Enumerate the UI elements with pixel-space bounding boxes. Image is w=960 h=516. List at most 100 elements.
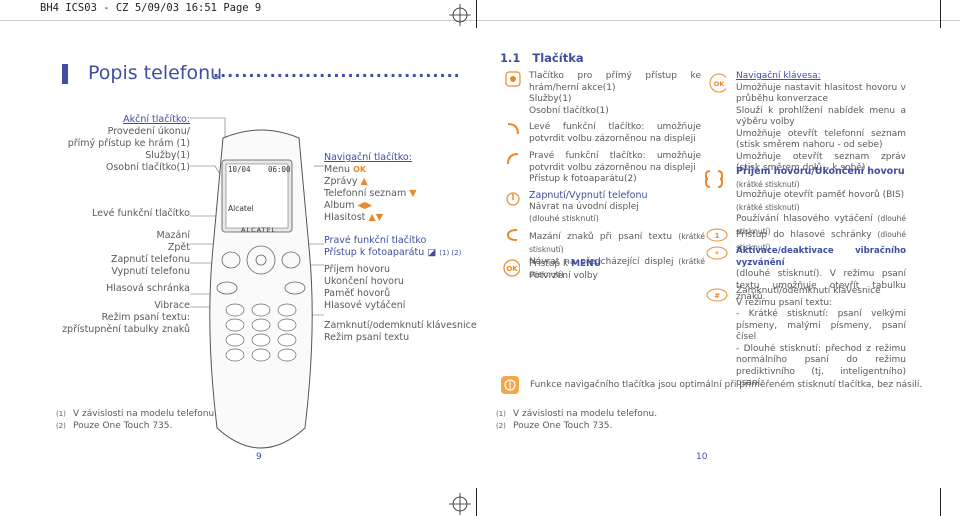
svg-text:OK: OK <box>714 80 726 88</box>
label-fotoaparat: Přístup k fotoaparátu ◪ (1) (2) <box>324 247 477 260</box>
c1-osobni: Osobní tlačítko(1) <box>529 105 609 116</box>
c2-nav-3: Umožňuje otevřít telefonní seznam (stisk… <box>736 128 906 151</box>
svg-text:#: # <box>714 292 720 300</box>
label-ukonceni: Ukončení hovoru <box>324 275 404 287</box>
c2-nav-title: Navigační klávesa: <box>736 71 821 81</box>
label-seznam: Telefonní seznam ▼ <box>324 188 417 200</box>
label-akcni: Akční tlačítko: <box>123 114 190 125</box>
col1-block-3: Pravé funkční tlačítko: umožňuje potvrdi… <box>529 151 701 186</box>
arrow-down-icon: ▼ <box>409 188 417 199</box>
c1-fotoaparat: Přístup k fotoaparátu(2) <box>529 174 637 184</box>
ok-icon: OK <box>353 165 367 174</box>
label-menu-text: Menu <box>324 164 351 175</box>
col1-block-6: Přístup k MENU Potvrzení volby <box>529 259 701 282</box>
fn2-text: Pouze One Touch 735. <box>73 421 173 431</box>
camera-icon: ◪ <box>427 247 437 258</box>
svg-text:*: * <box>715 250 719 258</box>
c2-call-3: (krátké stisknutí) <box>736 202 800 212</box>
label-hry: přímý přístup ke hrám (1) <box>67 138 190 149</box>
c1-navrat-predchozi: Návrat na předcházející displej (krátké … <box>529 256 705 281</box>
fn1-mark: (1) <box>56 410 66 418</box>
note-icon <box>500 375 520 399</box>
col1-block-4: Zapnutí/Vypnutí telefonu Návrat na úvodn… <box>529 190 701 225</box>
col1-block-5: Mazání znaků při psaní textu (krátké sti… <box>529 231 705 281</box>
label-hlasitost: Hlasitost ▲▼ <box>324 212 417 224</box>
c1-akce: Tlačítko pro přímý přístup ke hrám/herní… <box>529 71 701 93</box>
c1-sluzby: Služby(1) <box>529 94 572 104</box>
label-fotoaparat-text: Přístup k fotoaparátu <box>324 247 425 258</box>
star-key-icon: * <box>706 244 728 262</box>
section-title: 1.1 Tlačítka <box>500 51 584 65</box>
col2-lock-block: Zamknutí/odemknutí klávesnice V režimu p… <box>736 286 906 390</box>
crop-mark <box>940 488 941 516</box>
label-zpravy: Zprávy ▲ <box>324 176 417 188</box>
label-zpravy-text: Zprávy <box>324 176 358 187</box>
right-footnotes: (1)V závislosti na modelu telefonu. (2) P… <box>496 408 657 432</box>
label-vibrace: Vibrace <box>154 300 190 311</box>
clear-key-icon <box>504 226 522 244</box>
fn2-mark: (2) <box>56 422 66 430</box>
action-key-icon <box>504 70 522 88</box>
nav-key-icon: OK <box>708 73 726 93</box>
call-key-icon <box>705 170 723 188</box>
label-seznam-text: Telefonní seznam <box>324 188 407 199</box>
c2-vm-text: Přístup do hlasové schránky <box>736 230 872 240</box>
c2-nav-1: Umožňuje nastavit hlasitost hovoru v prů… <box>736 82 906 105</box>
phone-brand: ALCATEL <box>241 226 277 234</box>
c1-navrat-note: (krátké stisknutí) <box>529 257 705 279</box>
c2-vib-title: Aktivace/deaktivace vibračního vyzvánění <box>736 246 906 268</box>
hash-key-icon: # <box>706 286 728 304</box>
c1-menu-bold: MENU <box>571 259 602 269</box>
c1-dlouhe: (dlouhé stisknutí) <box>529 214 599 223</box>
right-soft-key-icon <box>504 150 522 168</box>
c2-nav-4: Umožňuje otevřít seznam zpráv (stisk smě… <box>736 151 906 174</box>
phone-illustration <box>209 129 313 449</box>
left-footnotes: (1) V závislosti na modelu telefonu. (2) P… <box>56 408 217 432</box>
crop-mark <box>940 0 941 28</box>
c2-lock-1: Zamknutí/odemknutí klávesnice <box>736 286 881 296</box>
c2-vm-note: (dlouhé stisknutí) <box>736 230 906 252</box>
rfn2-mark: (2) <box>496 422 506 430</box>
label-zamknuti: Zamknutí/odemknutí klávesnice <box>324 319 477 331</box>
label-tabulka: zpřístupnění tabulky znaků <box>62 324 190 335</box>
note-text: Funkce navigačního tlačítka jsou optimál… <box>530 380 923 390</box>
label-album: Album ◀▶ <box>324 200 417 212</box>
right-footnote-2: (2) Pouze One Touch 735. <box>496 420 657 432</box>
c1-mazani: Mazání znaků při psaní textu (krátké sti… <box>529 231 705 256</box>
label-rezim-textu: Režim psaní textu <box>324 331 410 343</box>
print-header: BH4 ICS03 - CZ 5/09/03 16:51 Page 9 <box>40 2 262 14</box>
col1-block-1: Tlačítko pro přímý přístup ke hrám/herní… <box>529 71 701 117</box>
c1-navrat: Návrat na úvodní displej <box>529 201 639 212</box>
rfn2-text: Pouze One Touch 735. <box>513 421 613 431</box>
right-footnote-1: (1)V závislosti na modelu telefonu. <box>496 408 657 420</box>
c2-lock-3: - Krátké stisknutí: psaní velkými písmen… <box>736 309 906 342</box>
c2-call-2: Umožňuje otevřít paměť hovorů (BIS) <box>736 190 905 200</box>
label-vypnuti: Vypnutí telefonu <box>111 266 190 277</box>
registration-mark <box>449 4 471 26</box>
c2-call-4-note: (dlouhé stisknutí) <box>736 214 906 236</box>
col1-block-2: Levé funkční tlačítko: umožňuje potvrdit… <box>529 122 701 144</box>
title-bar <box>62 64 68 84</box>
c1-mazani-text: Mazání znaků při psaní textu <box>529 232 673 242</box>
label-menu: Menu OK <box>324 164 417 176</box>
crop-mark <box>476 0 477 28</box>
voicemail-key-icon: 1 <box>706 226 728 244</box>
c2-call-1: (krátké stisknutí) <box>736 179 800 189</box>
fn1-text: V závislosti na modelu telefonu. <box>73 409 218 419</box>
phone-operator: Alcatel <box>228 204 254 213</box>
label-rezim: Režim psaní textu: <box>101 312 190 323</box>
label-nav-title: Navigační tlačítko: <box>324 152 412 163</box>
phone-date: 10/04 <box>228 165 251 174</box>
label-zapnuti: Zapnutí telefonu <box>110 254 190 265</box>
phone-time: 06:00 <box>268 165 291 174</box>
right-key-labels: Pravé funkční tlačítko Přístup k fotoapa… <box>324 235 477 344</box>
rfn1-text: V závislosti na modelu telefonu. <box>513 409 658 419</box>
c1-menu: Přístup k MENU <box>529 259 701 271</box>
c2-lock-2: V režimu psaní textu: <box>736 297 833 308</box>
c2-nav-2: Slouží k prohlížení nabídek menu a výběr… <box>736 105 906 128</box>
c1-menu-text: Přístup k <box>529 259 569 269</box>
left-footnote-1: (1) V závislosti na modelu telefonu. <box>56 408 217 420</box>
left-footnote-2: (2) Pouze One Touch 735. <box>56 420 217 432</box>
c1-prave: Pravé funkční tlačítko: umožňuje potvrdi… <box>529 151 701 173</box>
col2-nav-block: Navigační klávesa: Umožňuje nastavit hla… <box>736 71 906 175</box>
